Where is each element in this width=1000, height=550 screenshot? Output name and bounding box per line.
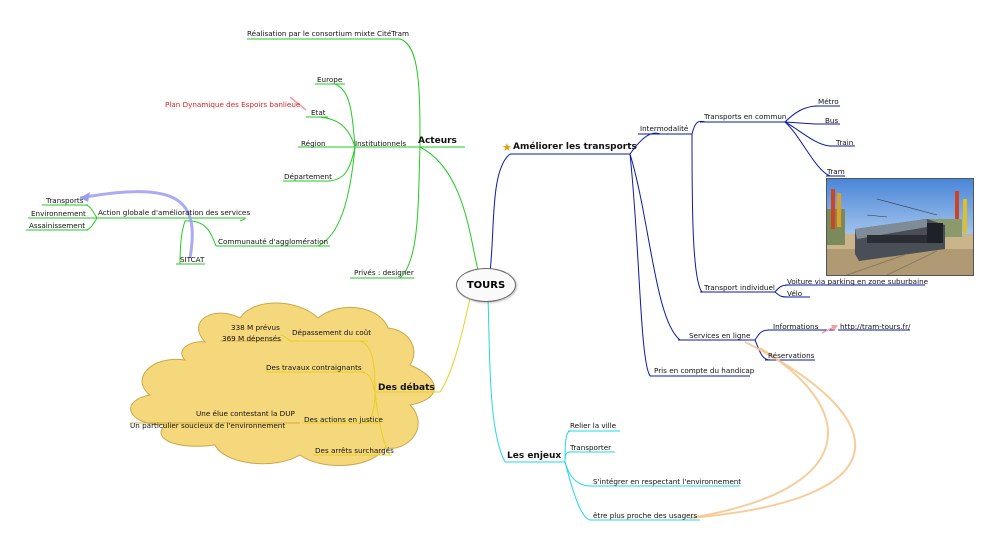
velo-node[interactable]: Vélo [787,289,803,298]
url-link[interactable]: http://tram-tours.fr/ [840,322,911,331]
arrets-node[interactable]: Des arrêts surchargés [315,446,394,455]
plan-relation-line [289,96,307,111]
transports-node[interactable]: Transports [46,196,84,205]
action-node[interactable]: Action globale d'amélioration des servic… [98,208,251,217]
tram-photo [826,178,974,276]
tram-node[interactable]: Tram [827,167,845,176]
depassement-node[interactable]: Dépassement du coût [292,328,372,337]
central-node[interactable]: TOURS [456,268,516,302]
informations-node[interactable]: Informations [773,322,819,331]
enjeux-node[interactable]: Les enjeux [507,451,562,461]
enjeux-relation-curve-1 [689,341,857,519]
etat-node[interactable]: Etat [311,108,326,117]
ameliorer-node[interactable]: Améliorer les transports [513,142,637,152]
particulier-node[interactable]: Un particulier soucieux de l'environneme… [130,421,286,430]
proche-node[interactable]: être plus proche des usagers [593,511,698,520]
sitcat-arrowhead [80,192,90,202]
environnement-node[interactable]: Environnement [31,209,86,218]
services-node[interactable]: Services en ligne [689,331,751,340]
commun-node[interactable]: Transports en commun [704,112,787,121]
acteurs-branch [26,38,479,279]
metro-node[interactable]: Métro [818,97,839,106]
integrer-node[interactable]: S'intégrer en respectant l'environnement [593,477,742,486]
individuel-node[interactable]: Transport individuel [704,283,775,292]
acteurs-node[interactable]: Acteurs [418,136,457,146]
prevus-node[interactable]: 338 M prévus [231,323,280,332]
train-node[interactable]: Train [836,138,854,147]
ameliorer-branch [489,105,925,377]
enjeux-branch [487,297,740,521]
bus-node[interactable]: Bus [825,116,839,125]
region-node[interactable]: Région [301,139,326,148]
voiture-node[interactable]: Voiture via parking en zone suburbaine [787,277,929,286]
reservations-node[interactable]: Réservations [768,351,815,360]
debats-branch [266,297,471,456]
url-relation-arrowhead [831,325,838,331]
central-node-label: TOURS [466,279,506,291]
debats-cloud [130,302,435,466]
actions-node[interactable]: Des actions en justice [304,415,383,424]
intermodalite-node[interactable]: Intermodalité [640,124,689,133]
debats-node[interactable]: Des débats [378,383,435,393]
assainissement-node[interactable]: Assainissement [29,221,86,230]
institutionnels-node[interactable]: Institutionnels [355,139,407,148]
travaux-node[interactable]: Des travaux contraignants [266,363,362,372]
relier-node[interactable]: Relier la ville [570,421,617,430]
realisation-node[interactable]: Réalisation par le consortium mixte Cité… [247,29,409,38]
plan-node[interactable]: Plan Dynamique des Espoirs banlieue [165,100,301,109]
enjeux-relation-curve-2 [689,347,829,519]
transporter-node[interactable]: Transporter [570,443,612,452]
depenses-node[interactable]: 369 M dépensés [222,334,281,343]
handicap-node[interactable]: Pris en compte du handicap [654,366,755,375]
star-icon: ★ [502,141,512,154]
communaute-node[interactable]: Communauté d'agglomération [218,237,329,246]
sitcat-node[interactable]: SITCAT [180,255,205,264]
sitcat-relation-arrow [79,190,194,259]
prives-node[interactable]: Privés : designer [354,268,414,277]
elue-node[interactable]: Une élue contestant la DUP [196,409,295,418]
departement-node[interactable]: Département [284,172,332,181]
europe-node[interactable]: Europe [317,75,343,84]
